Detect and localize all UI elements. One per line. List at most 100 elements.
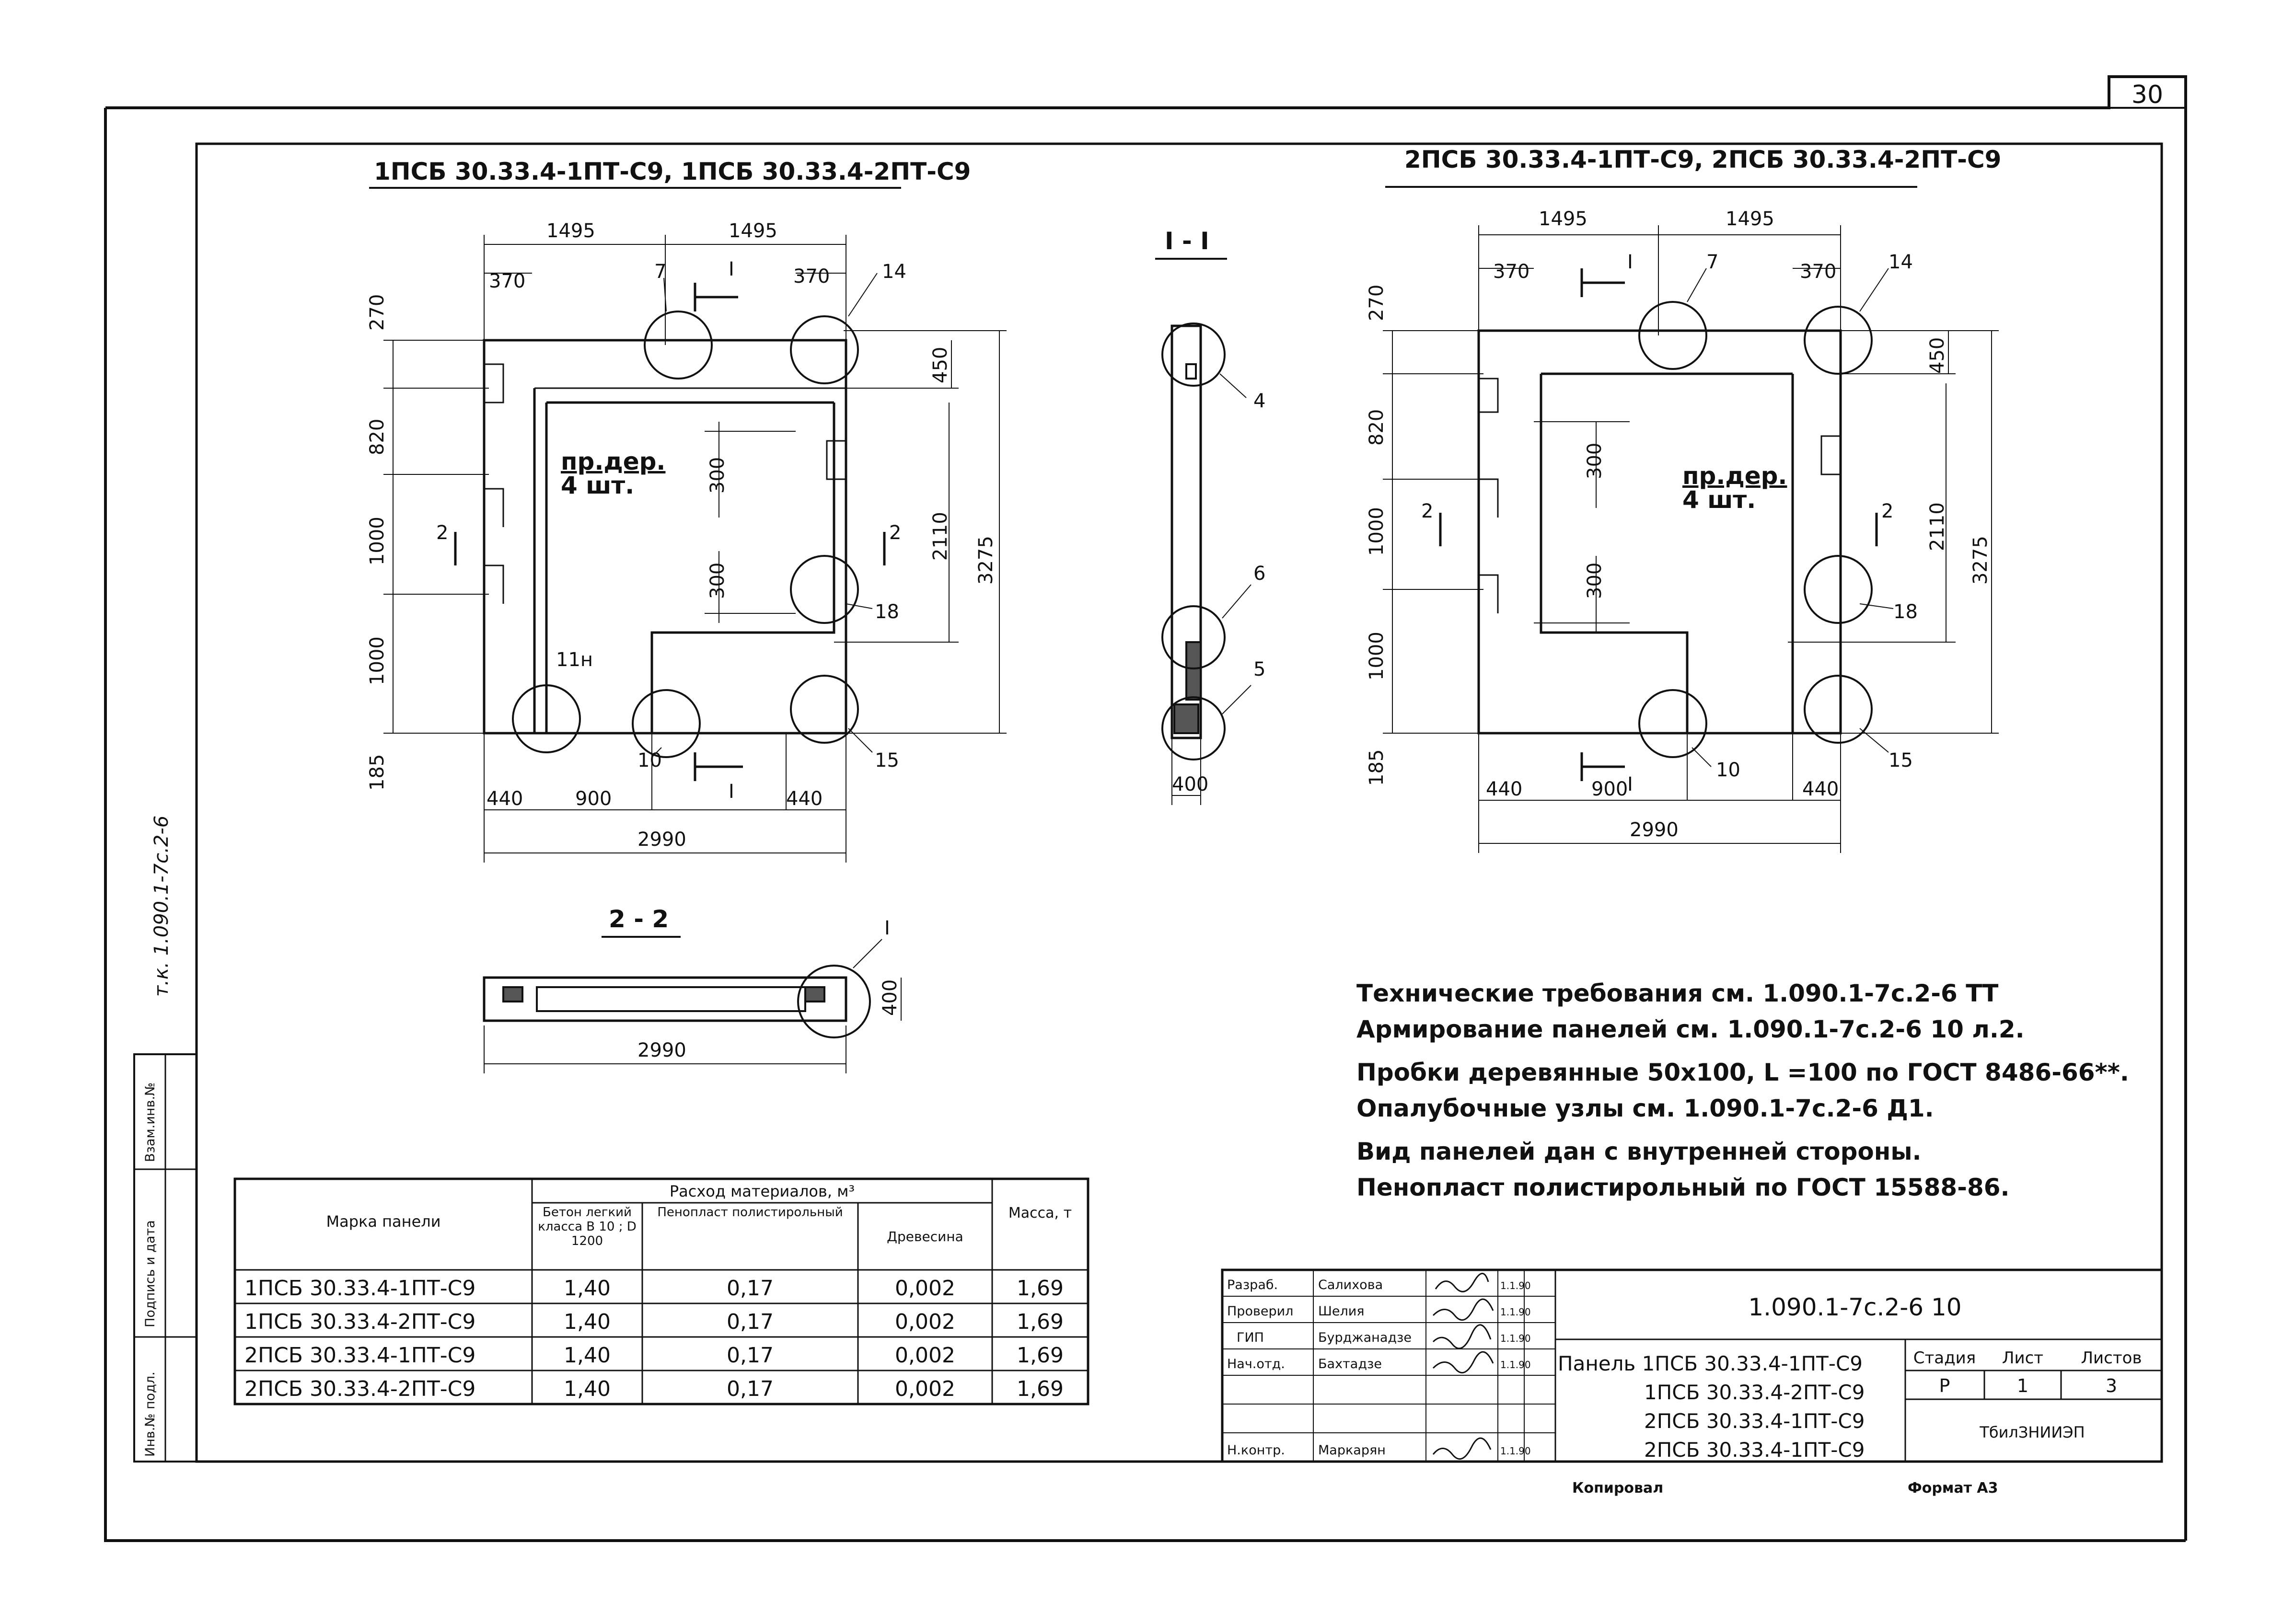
section-mark-1-bottom: I	[1627, 773, 1633, 795]
name: Шелия	[1318, 1304, 1365, 1319]
section-2-2: 2 - 2 I 400 2990	[483, 905, 902, 1073]
table-header-wood: Древесина	[887, 1229, 963, 1244]
date: 1.1.90	[1500, 1445, 1531, 1457]
footer-format: Формат А3	[1908, 1480, 1998, 1497]
table-group-header: Расход материалов, м³	[670, 1182, 855, 1200]
callout-11: 11н	[556, 649, 593, 671]
section-1-1-width: 400	[1172, 773, 1208, 795]
role: ГИП	[1237, 1330, 1264, 1345]
table-row: 1ПСБ 30.33.4-2ПТ-С9 1,40 0,17 0,002 1,69	[244, 1310, 1064, 1334]
dim-440-b: 440	[1802, 778, 1839, 800]
dim-2990: 2990	[1630, 819, 1679, 841]
product-line-4: 2ПСБ 30.33.4-1ПТ-С9	[1644, 1438, 1865, 1462]
callout-7: 7	[654, 261, 666, 283]
dim-1495-a: 1495	[546, 220, 595, 242]
section-mark-1-bottom: I	[729, 781, 734, 803]
role: Разраб.	[1227, 1278, 1278, 1292]
callout-15: 15	[875, 749, 899, 772]
stage-header: Стадия	[1913, 1348, 1976, 1368]
table-header-mass: Масса, т	[1008, 1205, 1072, 1221]
table-row: 1ПСБ 30.33.4-1ПТ-С9 1,40 0,17 0,002 1,69	[244, 1276, 1064, 1301]
role: Проверил	[1227, 1304, 1293, 1319]
note-wood-plugs: пр.дер.	[1682, 462, 1787, 490]
callout-15: 15	[1888, 749, 1913, 772]
dim-370-b: 370	[793, 265, 830, 288]
sheet-number: 30	[2132, 81, 2163, 109]
cell-mark: 1ПСБ 30.33.4-1ПТ-С9	[244, 1276, 475, 1301]
table-header-foam: Пенопласт полистирольный	[657, 1205, 843, 1220]
sheet-header: Лист	[2002, 1348, 2043, 1368]
note-line-5: Вид панелей дан с внутренней стороны.	[1356, 1138, 1922, 1165]
dim-185: 185	[366, 754, 388, 791]
table-row: 2ПСБ 30.33.4-1ПТ-С9 1,40 0,17 0,002 1,69	[244, 1343, 1064, 1368]
callout-7: 7	[1706, 251, 1718, 273]
callout-14: 14	[1888, 251, 1913, 273]
name: Маркарян	[1318, 1443, 1386, 1458]
stamp-replace: Взам.инв.№	[143, 1083, 158, 1162]
cell-mass: 1,69	[1017, 1310, 1064, 1334]
cell-foam: 0,17	[727, 1343, 774, 1368]
product-line-1: Панель 1ПСБ 30.33.4-1ПТ-С9	[1558, 1352, 1863, 1375]
signature-marks	[1432, 1273, 1494, 1460]
dim-2110: 2110	[929, 512, 951, 561]
stamp-inv: Инв.№ подл.	[143, 1371, 158, 1457]
callout-18: 18	[875, 601, 899, 623]
signature-row: Проверил Шелия 1.1.90	[1227, 1304, 1531, 1319]
table-header-concrete: Бетон легкий класса В 10 ; D 1200	[538, 1205, 637, 1248]
dim-300-a: 300	[1584, 443, 1606, 479]
dim-900: 900	[1591, 778, 1628, 800]
cell-concrete: 1,40	[564, 1276, 611, 1301]
dim-300-b: 300	[1584, 563, 1606, 599]
date: 1.1.90	[1500, 1306, 1531, 1318]
table-row: 2ПСБ 30.33.4-2ПТ-С9 1,40 0,17 0,002 1,69	[244, 1377, 1064, 1401]
cell-mass: 1,69	[1017, 1377, 1064, 1401]
cell-mark: 2ПСБ 30.33.4-2ПТ-С9	[244, 1377, 475, 1401]
date: 1.1.90	[1500, 1359, 1531, 1371]
cell-mark: 1ПСБ 30.33.4-2ПТ-С9	[244, 1310, 475, 1334]
view-left: 1ПСБ 30.33.4-1ПТ-С9, 1ПСБ 30.33.4-2ПТ-С9	[366, 158, 1007, 863]
note-wood-plugs-qty: 4 шт.	[561, 472, 634, 499]
cell-mark: 2ПСБ 30.33.4-1ПТ-С9	[244, 1343, 475, 1368]
section-2-2-title: 2 - 2	[609, 905, 669, 933]
view-right-title: 2ПСБ 30.33.4-1ПТ-С9, 2ПСБ 30.33.4-2ПТ-С9	[1404, 146, 2001, 173]
signature-row: Разраб. Салихова 1.1.90	[1227, 1278, 1531, 1292]
note-line-2: Армирование панелей см. 1.090.1-7с.2-6 1…	[1356, 1015, 2025, 1043]
signature-row: Нач.отд. Бахтадзе 1.1.90	[1227, 1357, 1531, 1371]
dim-450: 450	[1926, 337, 1948, 374]
note-line-3: Пробки деревянные 50х100, L =100 по ГОСТ…	[1356, 1059, 2129, 1086]
signature-row: Н.контр. Маркарян 1.1.90	[1227, 1443, 1531, 1458]
section-mark-2-right: 2	[1881, 500, 1893, 522]
section-2-2-height: 400	[879, 979, 901, 1016]
view-right: 2ПСБ 30.33.4-1ПТ-С9, 2ПСБ 30.33.4-2ПТ-С9…	[1366, 146, 2001, 853]
note-line-1: Технические требования см. 1.090.1-7с.2-…	[1356, 979, 1998, 1007]
callout-10: 10	[1716, 759, 1740, 781]
cell-wood: 0,002	[895, 1310, 955, 1334]
dim-370-a: 370	[489, 270, 525, 292]
sheets-value: 3	[2106, 1375, 2117, 1396]
dim-300-a: 300	[707, 457, 729, 494]
note-line-4: Опалубочные узлы см. 1.090.1-7с.2-6 Д1.	[1356, 1094, 1934, 1122]
section-mark-1-top: I	[729, 258, 734, 280]
callout-14: 14	[882, 261, 906, 283]
dim-2110: 2110	[1926, 502, 1948, 551]
cell-foam: 0,17	[727, 1377, 774, 1401]
technical-notes: Технические требования см. 1.090.1-7с.2-…	[1356, 979, 2129, 1201]
dim-1000-a: 1000	[1366, 507, 1388, 556]
stage-value: Р	[1939, 1375, 1950, 1396]
section-mark-2-left: 2	[436, 522, 448, 544]
cell-mass: 1,69	[1017, 1343, 1064, 1368]
dim-1000-a: 1000	[366, 517, 388, 565]
note-line-6: Пенопласт полистирольный по ГОСТ 15588-8…	[1356, 1174, 2010, 1201]
dim-440-b: 440	[786, 788, 823, 810]
section-mark-2-right: 2	[889, 522, 901, 544]
section-1-1: I - I 4 6 5 400	[1155, 227, 1265, 805]
name: Салихова	[1318, 1278, 1383, 1292]
product-line-3: 2ПСБ 30.33.4-1ПТ-С9	[1644, 1409, 1865, 1433]
sheet-value: 1	[2017, 1375, 2028, 1396]
dim-1000-b: 1000	[366, 636, 388, 685]
doc-code: 1.090.1-7с.2-6 10	[1748, 1293, 1961, 1321]
date: 1.1.90	[1500, 1333, 1531, 1344]
cell-wood: 0,002	[895, 1276, 955, 1301]
section-2-2-callout-1: I	[884, 917, 890, 939]
